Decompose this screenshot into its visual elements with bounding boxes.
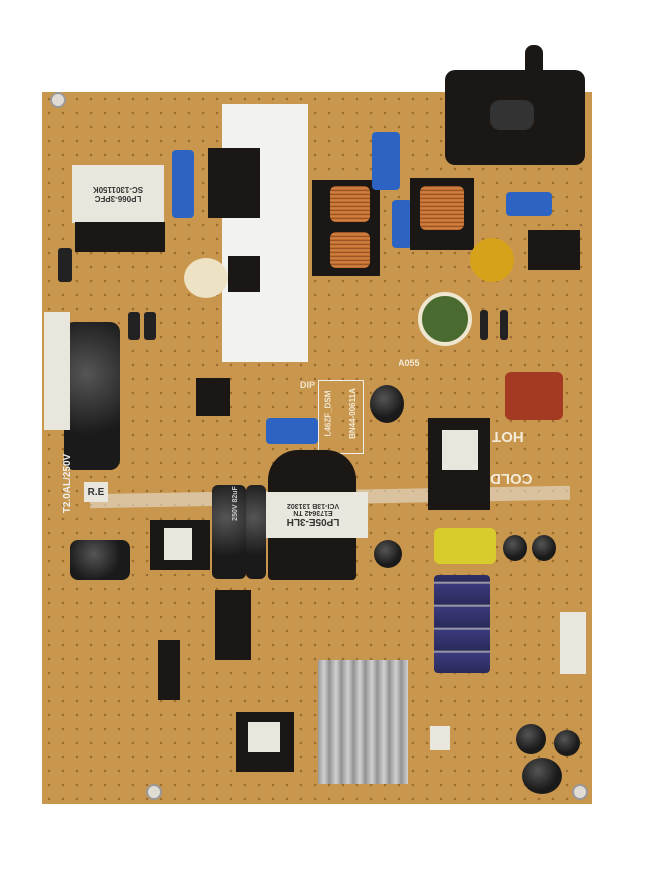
pfc-code-text: SC-1301150K — [92, 185, 144, 194]
standby-core — [442, 430, 478, 470]
x-capacitor — [372, 132, 400, 190]
small-component — [430, 726, 450, 750]
pfc-model-text: LP066-3PFC — [94, 194, 142, 203]
y-capacitor — [506, 192, 552, 216]
out-cap-2 — [532, 535, 556, 561]
cap-rating: 250V 82uF — [231, 486, 239, 521]
x-capacitor-2 — [392, 200, 412, 248]
hot-zone: HOT — [492, 428, 524, 445]
capacitor-250v-1 — [212, 485, 246, 579]
model-text: L46ZF_DSM — [323, 390, 333, 437]
out-cap-5 — [554, 730, 580, 756]
capacitor-small — [370, 385, 404, 423]
mosfet — [215, 590, 251, 660]
yellow-capacitor — [434, 528, 496, 564]
heatsink — [318, 660, 408, 784]
output-connector — [560, 612, 586, 674]
diode — [58, 248, 72, 282]
dip-marker: DIP — [300, 380, 316, 390]
small-transformer-core — [248, 722, 280, 752]
diode — [480, 310, 488, 340]
ntc-thermistor — [418, 292, 472, 346]
out-cap-3 — [374, 540, 402, 568]
heatsink-white — [222, 104, 308, 362]
varistor — [470, 238, 514, 282]
capacitor-horizontal — [70, 540, 130, 580]
output-capacitors — [434, 575, 490, 673]
inlet-tab — [525, 45, 543, 85]
part-number: BN44-00611A — [347, 388, 357, 439]
choke-coil-2 — [330, 232, 370, 268]
capacitor-250v-2 — [246, 485, 266, 579]
film-capacitor — [172, 150, 194, 218]
film-capacitor-red — [505, 372, 563, 420]
out-inductor — [522, 758, 562, 794]
mounting-hole — [572, 784, 588, 800]
thermistor — [184, 258, 228, 298]
out-cap-4 — [516, 724, 546, 754]
pfc-transformer: LP066-3PFC SC-1301150K — [72, 165, 164, 223]
inlet-socket — [490, 100, 534, 130]
choke-coil-1 — [330, 186, 370, 222]
pin-header — [158, 640, 180, 700]
relay — [528, 230, 580, 270]
voltage-label: A055 — [398, 358, 420, 368]
main-model-text: LP05E-3LH — [286, 516, 340, 528]
mounting-hole — [50, 92, 66, 108]
main-cert-text: E173642 TN — [293, 509, 333, 517]
transistor-2 — [228, 256, 260, 292]
mounting-hole — [146, 784, 162, 800]
diode — [128, 312, 140, 340]
power-transistor — [208, 148, 260, 218]
out-cap-1 — [503, 535, 527, 561]
pfc-core — [75, 222, 165, 252]
pfc-inductor-core — [164, 528, 192, 560]
main-transformer-label: LP05E-3LH E173642 TN VCI-13B 131302 — [258, 492, 368, 538]
barcode-sticker — [44, 312, 70, 430]
diode — [500, 310, 508, 340]
diode — [144, 312, 156, 340]
controller-ic — [196, 378, 230, 416]
main-code-text: VCI-13B 131302 — [286, 502, 340, 510]
fuse-rating: T2.0AL/250V — [62, 453, 74, 514]
blue-capacitor — [266, 418, 318, 444]
cold-zone: COLD — [490, 470, 533, 487]
re-label: R.E — [84, 482, 108, 502]
bulk-capacitor — [64, 322, 120, 470]
cm-choke-coil — [420, 186, 464, 230]
model-box: L46ZF_DSM BN44-00611A — [318, 380, 364, 454]
